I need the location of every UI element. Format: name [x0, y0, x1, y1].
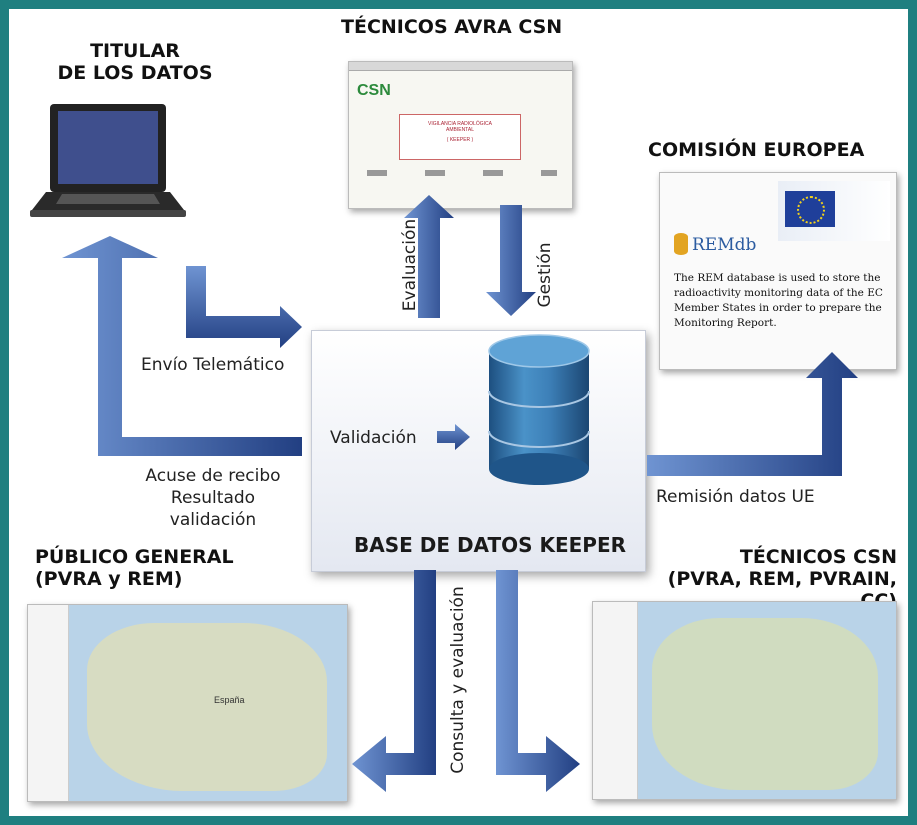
- remision-arrow: [647, 352, 858, 476]
- consulta-left-arrow: [352, 570, 436, 792]
- csn-map-sidebar: [593, 602, 638, 799]
- consulta-right-arrow: [496, 570, 580, 792]
- validacion-arrow: [437, 424, 470, 450]
- map-label-spain: España: [214, 695, 245, 705]
- envio-label: Envío Telemático: [141, 355, 285, 375]
- avra-box: VIGILANCIA RADIOLÓGICA AMBIENTAL ( KEEPE…: [399, 114, 521, 160]
- database-cylinder-icon: [488, 334, 590, 485]
- rem-db-screenshot: REMdb The REM database is used to store …: [659, 172, 897, 370]
- evaluacion-label: Evaluación: [400, 218, 420, 312]
- publico-line2: (PVRA y REM): [35, 568, 183, 590]
- rem-description: The REM database is used to store the ra…: [674, 272, 883, 329]
- envio-arrow: [186, 266, 302, 348]
- eu-flag-icon: [785, 191, 835, 227]
- public-map-screenshot: España: [27, 604, 348, 802]
- titular-line1: TITULAR: [90, 40, 180, 62]
- consulta-label: Consulta y evaluación: [448, 586, 468, 774]
- titular-label: TITULAR DE LOS DATOS: [56, 40, 214, 84]
- iberia-land-csn: [652, 618, 878, 790]
- titular-line2: DE LOS DATOS: [57, 62, 213, 84]
- laptop-icon: [30, 104, 186, 217]
- avra-toolbar: [349, 62, 572, 71]
- acuse-line1: Acuse de recibo: [145, 466, 281, 486]
- rem-db-icon: [674, 233, 688, 255]
- rem-logo: REMdb: [692, 235, 757, 255]
- evaluacion-arrow: [404, 195, 454, 318]
- public-map-sidebar: [28, 605, 69, 801]
- avra-app-screenshot: CSN VIGILANCIA RADIOLÓGICA AMBIENTAL ( K…: [348, 61, 573, 209]
- base-datos-title: BASE DE DATOS KEEPER: [353, 533, 627, 557]
- publico-label: PÚBLICO GENERAL (PVRA y REM): [35, 546, 234, 590]
- avra-buttons: [367, 170, 557, 176]
- public-map-area: España: [69, 605, 347, 801]
- acuse-line2: Resultado validación: [169, 488, 257, 530]
- tecnicos-csn-line1: TÉCNICOS CSN: [739, 546, 897, 568]
- csn-map-screenshot: [592, 601, 897, 800]
- validacion-label: Validación: [330, 428, 417, 448]
- comision-label: COMISIÓN EUROPEA: [648, 139, 865, 161]
- acuse-arrow: [62, 236, 302, 456]
- avra-logo: CSN: [357, 82, 391, 99]
- iberia-land: [87, 623, 327, 791]
- gestion-label: Gestión: [535, 242, 555, 308]
- acuse-label: Acuse de recibo Resultado validación: [128, 465, 298, 531]
- avra-line1: VIGILANCIA RADIOLÓGICA: [428, 121, 492, 127]
- gestion-arrow: [486, 205, 536, 316]
- csn-map-area: [638, 602, 896, 799]
- remision-label: Remisión datos UE: [656, 487, 815, 507]
- tecnicos-avra-label: TÉCNICOS AVRA CSN: [341, 16, 563, 38]
- avra-line3: ( KEEPER ): [446, 137, 474, 143]
- publico-line1: PÚBLICO GENERAL: [35, 546, 234, 568]
- database-panel: [311, 330, 646, 572]
- avra-line2: AMBIENTAL: [446, 127, 474, 133]
